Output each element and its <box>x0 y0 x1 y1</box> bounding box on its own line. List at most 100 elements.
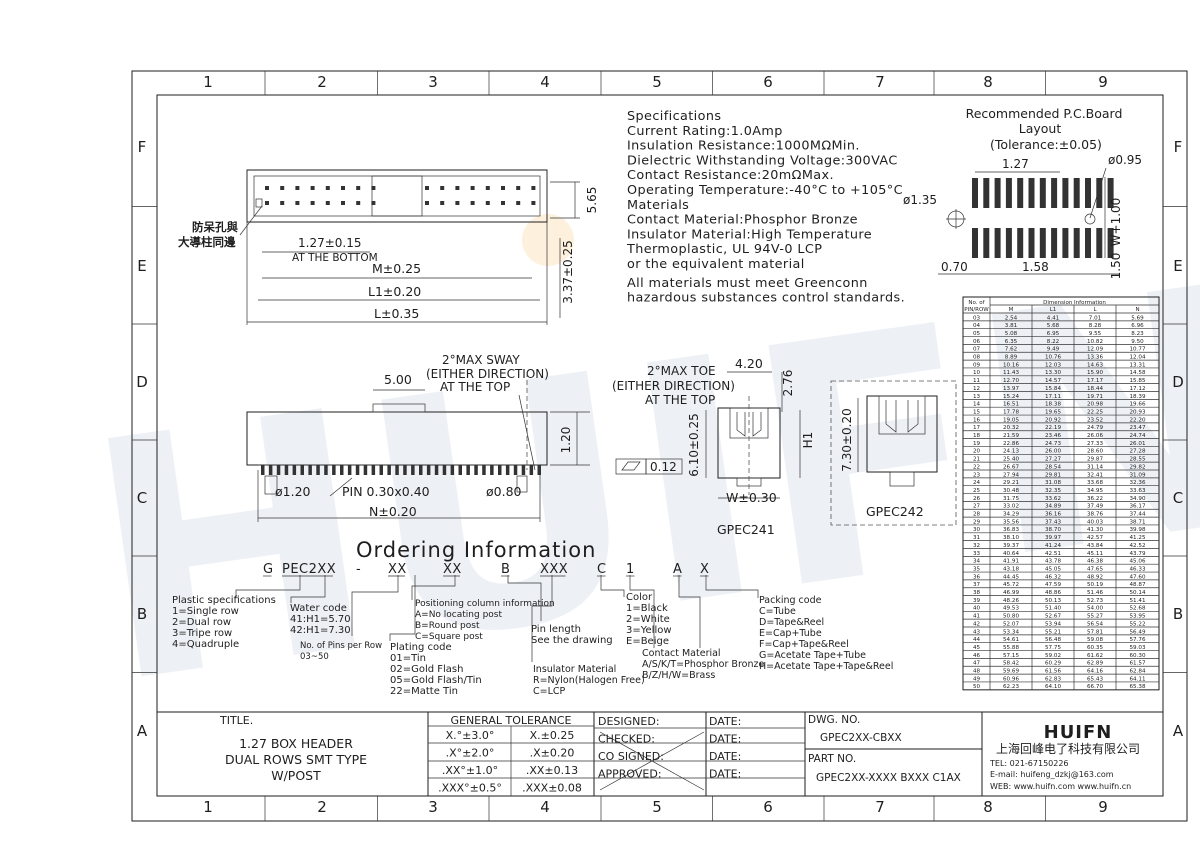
column-marker-8: 8 <box>983 798 993 816</box>
table-cell: 46.32 <box>1045 574 1061 580</box>
table-cell: 15.90 <box>1087 370 1103 376</box>
table-cell: 52.07 <box>1003 621 1019 627</box>
table-cell: 36 <box>973 574 981 580</box>
side-pin <box>474 465 478 475</box>
pcb-pad-top <box>994 178 1001 208</box>
tolerance-linear: X.±0.25 <box>530 729 575 742</box>
table-cell: 60.35 <box>1087 645 1103 651</box>
top-pin <box>371 186 376 190</box>
side-pin <box>268 465 273 475</box>
ordering-pinlen-line: See the drawing <box>531 635 613 646</box>
pcb-subtitle: Layout <box>1019 121 1062 136</box>
pcb-pad-top <box>972 178 978 208</box>
gpec242-post <box>889 471 915 487</box>
top-pin <box>280 186 285 190</box>
top-pin <box>531 186 536 190</box>
table-cell: 20.92 <box>1045 417 1061 423</box>
table-cell: 12.70 <box>1003 378 1019 384</box>
table-cell: 17 <box>973 425 981 431</box>
top-pin <box>440 201 445 205</box>
table-cell: 59.08 <box>1087 637 1103 643</box>
side-pin <box>498 465 502 475</box>
spec-line-9: Thermoplastic, UL 94V-0 LCP <box>626 242 822 257</box>
top-pin <box>516 186 521 190</box>
spec-line-7: Contact Material:Phosphor Bronze <box>627 213 858 228</box>
table-cell: 56.49 <box>1129 629 1145 635</box>
side-pin <box>513 465 518 475</box>
ordering-code-part: XX <box>443 562 462 577</box>
table-cell: 34.89 <box>1045 504 1061 510</box>
table-cell: 33.02 <box>1003 504 1019 510</box>
spec-line-11: All materials must meet Greenconn <box>627 276 868 291</box>
table-cell: 11 <box>973 378 981 384</box>
table-cell: 12.03 <box>1045 362 1061 368</box>
top-pin <box>470 201 475 205</box>
table-cell: 57.76 <box>1129 637 1145 643</box>
column-marker-7: 7 <box>875 798 885 816</box>
table-cell: 34 <box>973 559 981 565</box>
table-cell: 17.17 <box>1087 378 1103 384</box>
table-cell: 26 <box>973 496 981 502</box>
pcb-pad-top <box>1039 178 1046 208</box>
table-cell: 15.85 <box>1129 378 1145 384</box>
table-cell: 43.79 <box>1129 551 1145 557</box>
table-cell: 3.81 <box>1005 323 1018 329</box>
ordering-pins-line: 03~50 <box>300 652 329 662</box>
table-cell: 41.91 <box>1003 559 1019 565</box>
table-cell: 24.73 <box>1045 441 1061 447</box>
table-cell: 48.92 <box>1087 574 1103 580</box>
ordering-plastic-line: 1=Single row <box>172 606 239 617</box>
end-view-gpec242: 7.30±0.20 GPEC242 <box>830 380 957 526</box>
top-pin <box>455 186 460 190</box>
table-cell: 18.39 <box>1129 394 1145 400</box>
dim-276-label: 2.76 <box>781 370 795 397</box>
top-pin <box>280 201 285 205</box>
pcb-width-label: W+1.00 <box>1109 198 1123 247</box>
table-cell: 19 <box>973 441 981 447</box>
ordering-code-part: 1 <box>626 562 635 577</box>
table-cell: 28.60 <box>1087 449 1103 455</box>
table-cell: 53.94 <box>1045 621 1061 627</box>
table-cell: 50.80 <box>1003 614 1019 620</box>
table-cell: 31.14 <box>1087 464 1103 470</box>
table-cell: 34.90 <box>1129 496 1145 502</box>
table-header-no: No. of <box>968 300 985 306</box>
pin-leader <box>329 477 353 497</box>
dim-420-label: 4.20 <box>735 356 763 371</box>
side-pin <box>276 465 281 475</box>
column-marker-6: 6 <box>763 73 773 91</box>
date-label: DATE: <box>709 750 741 763</box>
table-cell: 49.53 <box>1003 606 1019 612</box>
top-pin <box>440 186 445 190</box>
spec-line-12: hazardous substances control standards. <box>627 291 905 306</box>
table-cell: 5.08 <box>1005 331 1018 337</box>
table-cell: 61.56 <box>1045 669 1061 675</box>
table-cell: 10.76 <box>1045 355 1061 361</box>
column-marker-1: 1 <box>203 798 213 816</box>
table-cell: 32.36 <box>1129 480 1145 486</box>
side-view-pins <box>261 465 541 475</box>
pcb-pad-bottom <box>1039 228 1046 258</box>
table-cell: 41.25 <box>1129 535 1145 541</box>
table-cell: 21 <box>973 457 981 463</box>
table-cell: 38.70 <box>1045 527 1061 533</box>
table-cell: 38.76 <box>1087 512 1103 518</box>
table-cell: 22.25 <box>1087 409 1103 415</box>
title-block-frame <box>156 711 1164 797</box>
pcb-pad-bottom <box>1073 228 1080 258</box>
table-cell: 41.30 <box>1087 527 1103 533</box>
spec-line-0: Specifications <box>627 109 721 124</box>
table-cell: 29.87 <box>1087 457 1103 463</box>
column-marker-2: 2 <box>317 798 327 816</box>
table-cell: 47.59 <box>1045 582 1061 588</box>
top-pin <box>325 186 330 190</box>
side-pin <box>490 465 494 475</box>
table-cell: 31.08 <box>1045 480 1061 486</box>
signature-label: APPROVED: <box>598 768 662 781</box>
dwg-no-value: GPEC2XX-CBXX <box>820 732 902 744</box>
tolerance-angle: X.°±3.0° <box>446 729 495 742</box>
table-cell: 55.88 <box>1003 645 1019 651</box>
pcb-leader <box>1089 167 1107 219</box>
